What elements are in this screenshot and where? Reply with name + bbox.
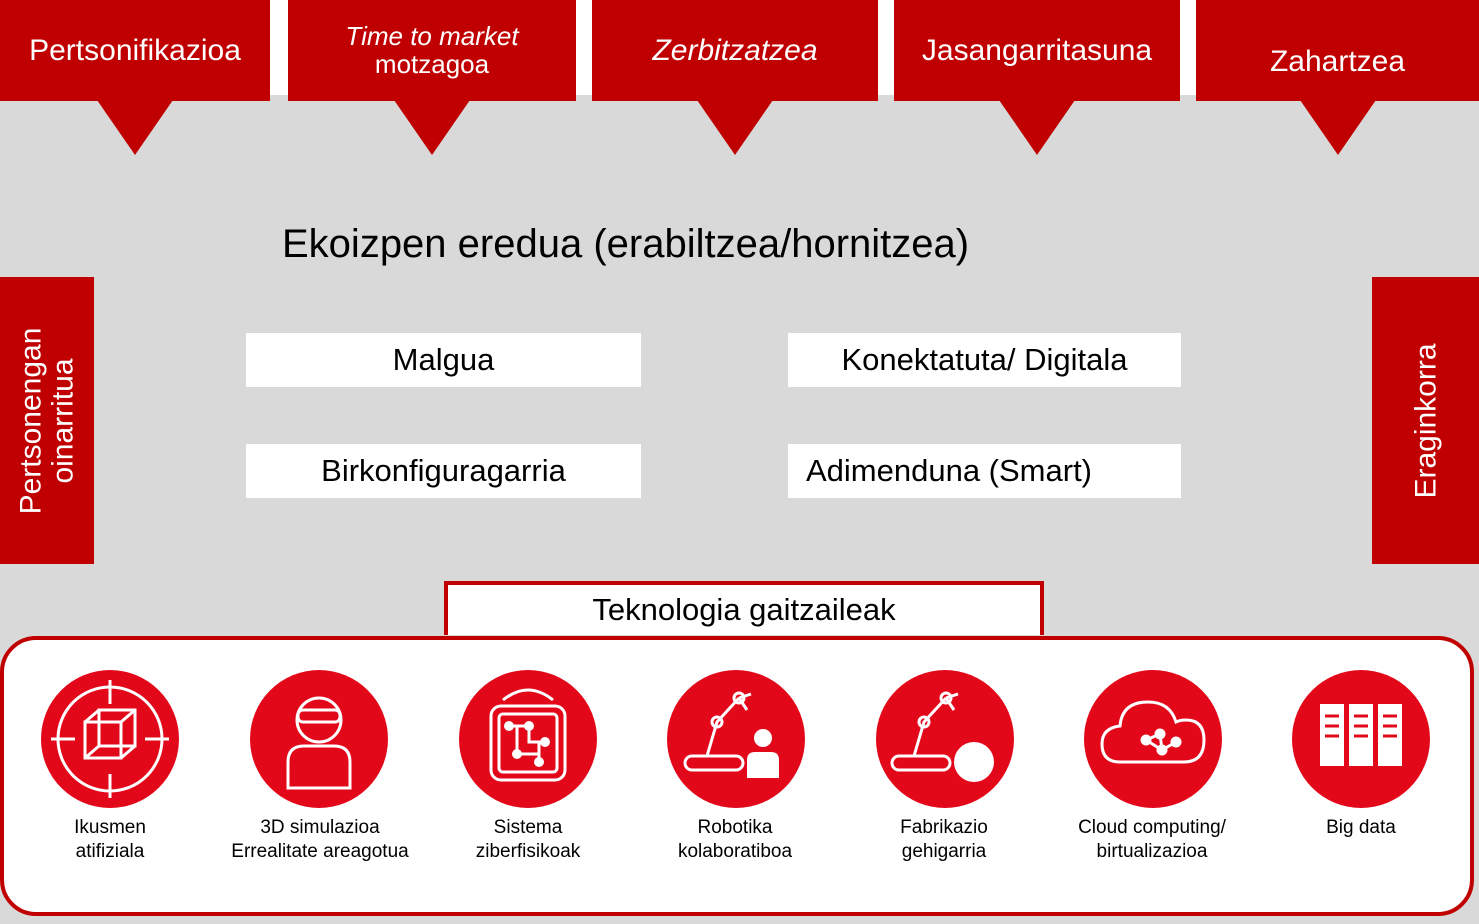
property-adimenduna: Adimenduna (Smart) (788, 444, 1181, 498)
driver-label: Pertsonifikazioa (29, 33, 241, 67)
production-model-title: Ekoizpen eredua (erabiltzea/hornitzea) (282, 222, 970, 266)
driver-pertsonifikazioa: Pertsonifikazioa (0, 0, 270, 155)
robot-arm-ball-icon (876, 670, 1014, 808)
driver-label: Time to market (345, 21, 519, 52)
down-arrow-icon (999, 100, 1075, 155)
enabling-technologies-title: Teknologia gaitzaileak (444, 581, 1044, 635)
tech-label-3d-simulazioa: 3D simulazioa Errealitate areagotua (231, 817, 409, 862)
tech-label-robotika: Robotika kolaboratiboa (677, 817, 793, 862)
side-right-label: Eraginkorra (1408, 342, 1442, 499)
driver-jasangarritasuna: Jasangarritasuna (894, 0, 1180, 155)
cube-crosshair-icon (41, 670, 179, 808)
driver-zahartzea: Zahartzea (1196, 0, 1479, 155)
down-arrow-icon (697, 100, 773, 155)
driver-label: Zahartzea (1269, 44, 1406, 78)
side-left-line2: oinarritua (46, 357, 79, 484)
tech-label-fabrikazio: Fabrikazio gehigarria (900, 817, 988, 862)
down-arrow-icon (1299, 100, 1376, 155)
property-malgua: Malgua (246, 333, 641, 387)
driver-zerbitzatzea: Zerbitzatzea (592, 0, 878, 155)
tech-label-sistema: Sistema ziberfisikoak (475, 817, 581, 862)
property-konektatuta: Konektatuta/ Digitala (788, 333, 1181, 387)
down-arrow-icon (97, 100, 173, 155)
server-racks-icon (1292, 670, 1430, 808)
cloud-network-icon (1084, 670, 1222, 808)
driver-label: Jasangarritasuna (921, 33, 1153, 67)
tech-label-ikusmen: Ikusmen atifiziala (74, 817, 146, 862)
driver-time-to-market: Time to market motzagoa (288, 0, 576, 155)
side-bar-left: Pertsonengan oinarritua (0, 277, 94, 564)
down-arrow-icon (394, 100, 470, 155)
side-bar-right: Eraginkorra (1372, 277, 1479, 564)
tech-label-cloud: Cloud computing/ birtualizazioa (1078, 817, 1226, 862)
driver-label: Zerbitzatzea (652, 33, 818, 67)
side-left-line1: Pertsonengan (14, 327, 48, 514)
tech-label-big-data: Big data (1326, 817, 1396, 838)
vr-headset-person-icon (250, 670, 388, 808)
circuit-chip-icon (459, 670, 597, 808)
property-birkonfiguragarria: Birkonfiguragarria (246, 444, 641, 498)
driver-sublabel: motzagoa (374, 48, 490, 79)
robot-arm-person-icon (667, 670, 805, 808)
